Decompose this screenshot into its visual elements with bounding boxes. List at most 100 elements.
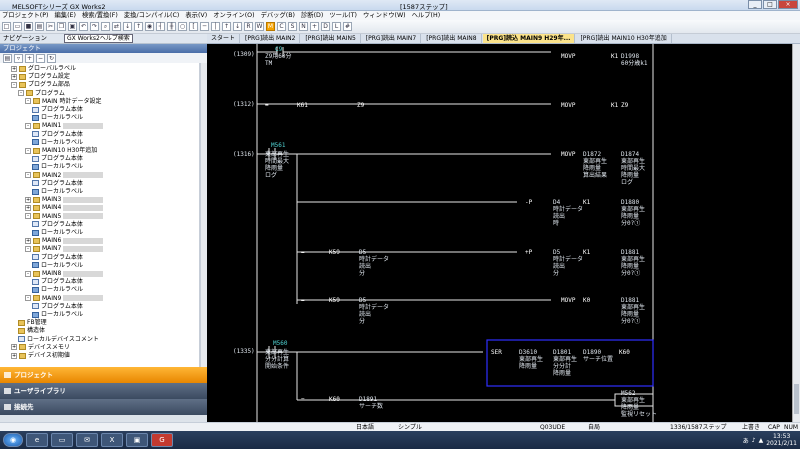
- excel-icon[interactable]: X: [101, 433, 123, 447]
- project-tree-scrollbar[interactable]: [200, 63, 207, 367]
- scroll-thumb[interactable]: [794, 384, 799, 414]
- contact-nc-icon[interactable]: ╫: [167, 22, 176, 31]
- ladder-operand[interactable]: Z9: [621, 102, 629, 109]
- expand-toggle-icon[interactable]: +: [11, 65, 17, 72]
- expand-toggle-icon[interactable]: +: [11, 344, 17, 351]
- collapse-toggle-icon[interactable]: -: [25, 122, 31, 129]
- contact-no-icon[interactable]: ┤: [156, 22, 165, 31]
- menu-debug[interactable]: デバッグ(B): [260, 12, 295, 19]
- start-button[interactable]: ◉: [3, 433, 23, 447]
- tree-item[interactable]: ローカルラベル: [32, 229, 83, 237]
- ladder-operand[interactable]: K60: [329, 396, 340, 403]
- collapse-toggle-icon[interactable]: -: [25, 245, 31, 252]
- ladder-operand[interactable]: MOVP: [561, 53, 576, 60]
- ladder-operand[interactable]: D5 時計データ 読出 分: [359, 297, 390, 325]
- ladder-operand[interactable]: D1872 東部再生 降雨量 算出結果: [583, 151, 608, 179]
- vline-icon[interactable]: │: [211, 22, 220, 31]
- ladder-operand[interactable]: MOVP: [561, 151, 576, 158]
- tree-item[interactable]: -MAIN2: [25, 172, 104, 180]
- ladder-operand[interactable]: =: [301, 396, 305, 403]
- comment-icon[interactable]: C: [277, 22, 286, 31]
- ladder-operand[interactable]: =: [301, 297, 305, 304]
- tree-item[interactable]: ローカルラベル: [32, 114, 83, 122]
- tab-main9[interactable]: [PRG]読込 MAIN9 H29年...: [482, 34, 576, 43]
- tree-item[interactable]: +MAIN3: [25, 196, 104, 204]
- collapse-toggle-icon[interactable]: -: [11, 81, 17, 88]
- tree-item[interactable]: -MAIN8: [25, 270, 104, 278]
- statement-icon[interactable]: S: [288, 22, 297, 31]
- tree-item[interactable]: +グローバルラベル: [11, 65, 76, 73]
- ladder-operand[interactable]: =: [301, 249, 305, 256]
- ladder-operand[interactable]: K0: [583, 297, 591, 304]
- tree-item[interactable]: -プログラム: [18, 90, 65, 98]
- ladder-operand[interactable]: D1890 サーチ位置: [583, 349, 614, 363]
- ladder-operand[interactable]: =: [265, 102, 269, 109]
- collapse-toggle-icon[interactable]: -: [25, 147, 31, 154]
- tree-item[interactable]: -MAIN5: [25, 213, 104, 221]
- new-icon[interactable]: □: [2, 22, 11, 31]
- tree-item[interactable]: ローカルラベル: [32, 286, 83, 294]
- collapse-icon[interactable]: −: [36, 53, 45, 63]
- menu-diagnostics[interactable]: 診断(D): [300, 12, 324, 19]
- ie-icon[interactable]: e: [26, 433, 48, 447]
- read-mode-icon[interactable]: R: [244, 22, 253, 31]
- collapse-toggle-icon[interactable]: -: [25, 295, 31, 302]
- paste-icon[interactable]: ▣: [68, 22, 77, 31]
- tree-item[interactable]: プログラム本体: [32, 180, 83, 188]
- hline-icon[interactable]: ─: [200, 22, 209, 31]
- ladder-operand[interactable]: SER: [491, 349, 502, 356]
- menu-edit[interactable]: 編集(E): [54, 12, 77, 19]
- user-library-tab[interactable]: ユーザライブラリ: [0, 383, 207, 399]
- app-icon[interactable]: ▣: [126, 433, 148, 447]
- ladder-operand[interactable]: M560: [273, 340, 288, 347]
- ladder-operand[interactable]: D1880 東部再生 降雨量 分0?①: [621, 199, 646, 227]
- expand-toggle-icon[interactable]: +: [11, 352, 17, 359]
- ladder-operand[interactable]: D1881 東部再生 降雨量 分0?①: [621, 297, 646, 325]
- tree-item[interactable]: -MAIN9: [25, 295, 104, 303]
- properties-icon[interactable]: ▤: [3, 53, 12, 63]
- ladder-operand[interactable]: MOVP: [561, 102, 576, 109]
- tab-main10[interactable]: [PRG]読出 MAIN10 H30年追加: [576, 34, 672, 43]
- tree-item[interactable]: -MAIN10 H30年追加: [25, 147, 97, 155]
- tab-main7[interactable]: [PRG]読出 MAIN7: [362, 34, 422, 43]
- tree-item[interactable]: -MAIN7: [25, 245, 104, 253]
- ladder-operand[interactable]: Z9: [357, 102, 365, 109]
- tab-main8[interactable]: [PRG]読出 MAIN8: [422, 34, 482, 43]
- tab-main2[interactable]: [PRG]読出 MAIN2: [241, 34, 301, 43]
- tree-item[interactable]: +プログラム設定: [11, 73, 70, 81]
- monitor-icon[interactable]: ◉: [145, 22, 154, 31]
- tab-start[interactable]: スタート: [207, 34, 241, 43]
- project-tab[interactable]: プロジェクト: [0, 367, 207, 383]
- menu-window[interactable]: ウィンドウ(W): [363, 12, 406, 19]
- ladder-operand[interactable]: D5 時計データ 読出 分: [359, 249, 390, 277]
- tree-item[interactable]: プログラム本体: [32, 106, 83, 114]
- menu-view[interactable]: 表示(V): [185, 12, 208, 19]
- tree-item[interactable]: ローカルデバイスコメント: [18, 336, 99, 344]
- write-mode-icon[interactable]: W: [255, 22, 264, 31]
- grid-icon[interactable]: #: [343, 22, 352, 31]
- ladder-operand[interactable]: K59: [329, 297, 340, 304]
- tree-item[interactable]: -プログラム部品: [11, 81, 70, 89]
- tab-main5[interactable]: [PRG]読出 MAIN5: [301, 34, 361, 43]
- ladder-operand[interactable]: K59: [329, 249, 340, 256]
- open-icon[interactable]: ▭: [13, 22, 22, 31]
- menu-find-replace[interactable]: 検索/置換(F): [82, 12, 118, 19]
- tree-item[interactable]: プログラム本体: [32, 278, 83, 286]
- tree-item[interactable]: FB管理: [18, 319, 47, 327]
- mail-icon[interactable]: ✉: [76, 433, 98, 447]
- undo-icon[interactable]: ↶: [79, 22, 88, 31]
- zoom-icon[interactable]: +: [310, 22, 319, 31]
- ladder-operand[interactable]: K60: [619, 349, 630, 356]
- rising-icon[interactable]: ↑: [222, 22, 231, 31]
- ladder-operand[interactable]: D1881 東部再生 降雨量 分0?①: [621, 249, 646, 277]
- monitor-mode-icon[interactable]: M: [266, 22, 275, 31]
- tree-item[interactable]: 構造体: [18, 327, 45, 335]
- convert-icon[interactable]: ⇄: [112, 22, 121, 31]
- expand-toggle-icon[interactable]: +: [11, 73, 17, 80]
- collapse-toggle-icon[interactable]: -: [25, 270, 31, 277]
- connection-tab[interactable]: 接続先: [0, 399, 207, 415]
- ladder-operand[interactable]: K1: [611, 53, 619, 60]
- ladder-operand[interactable]: D1874 東部再生 時間最大 降雨量 ログ: [621, 151, 646, 186]
- tree-item[interactable]: ローカルラベル: [32, 139, 83, 147]
- tree-item[interactable]: ローカルラベル: [32, 188, 83, 196]
